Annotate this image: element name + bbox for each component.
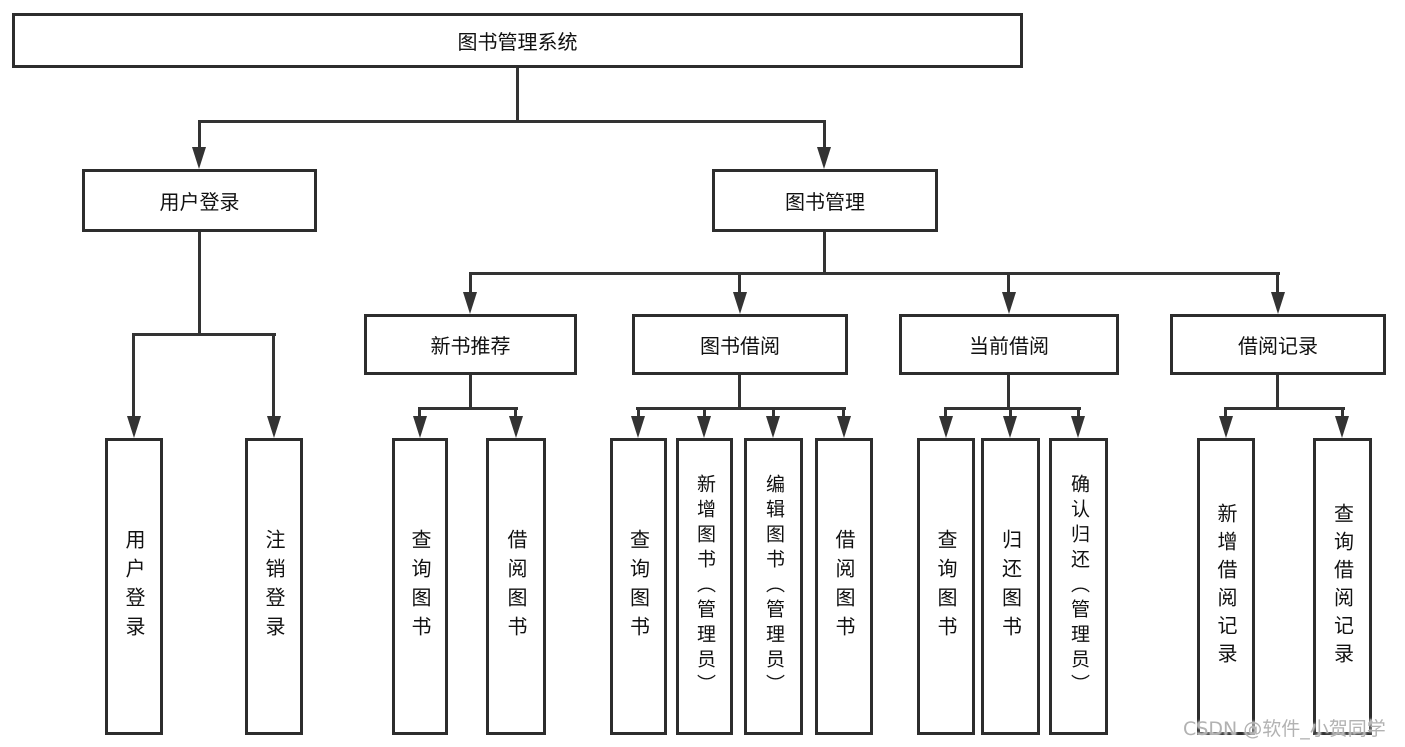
arrow-down-icon — [1071, 416, 1085, 438]
connector-drop-level3 — [1007, 275, 1010, 295]
connector-drop-leaf — [1341, 410, 1344, 419]
arrow-down-icon — [1003, 416, 1017, 438]
arrow-down-icon — [192, 147, 206, 169]
arrow-down-icon — [1002, 292, 1016, 314]
leaf-query-borrow-record: 查询借阅记录 — [1313, 438, 1372, 735]
node-root: 图书管理系统 — [12, 13, 1023, 68]
connector-drop-level3 — [1276, 275, 1279, 295]
connector-drop-leaf — [132, 336, 135, 418]
leaf-return-book: 归还图书 — [981, 438, 1040, 735]
node-book-management: 图书管理 — [712, 169, 938, 232]
connector-rail-level3 — [469, 272, 1280, 275]
connector-current-stem — [1007, 375, 1010, 409]
leaf-query-book-1: 查询图书 — [392, 438, 448, 735]
connector-drop-leaf — [418, 410, 421, 419]
connector-rail-level1 — [198, 120, 826, 123]
connector-rail-user-login — [132, 333, 276, 336]
leaf-query-book-3: 查询图书 — [917, 438, 975, 735]
connector-rail-current — [944, 407, 1081, 410]
connector-root-stem — [516, 68, 519, 123]
leaf-borrow-book-2: 借阅图书 — [815, 438, 873, 735]
connector-book-management-stem — [823, 232, 826, 275]
connector-drop-level3 — [469, 275, 472, 295]
leaf-add-borrow-record: 新增借阅记录 — [1197, 438, 1255, 735]
arrow-down-icon — [1271, 292, 1285, 314]
leaf-confirm-return-admin: 确认归还（管理员） — [1049, 438, 1108, 735]
node-book-borrow: 图书借阅 — [632, 314, 848, 375]
connector-drop-leaf — [772, 410, 775, 419]
leaf-label: 查询图书 — [626, 528, 651, 645]
leaf-logout: 注销登录 — [245, 438, 303, 735]
arrow-down-icon — [631, 416, 645, 438]
arrow-down-icon — [1335, 416, 1349, 438]
arrow-down-icon — [463, 292, 477, 314]
connector-drop-leaf — [272, 336, 275, 418]
connector-drop-leaf — [1077, 410, 1080, 419]
connector-drop-leaf — [514, 410, 517, 419]
connector-drop-user-login — [198, 123, 201, 149]
arrow-down-icon — [413, 416, 427, 438]
leaf-label: 确认归还（管理员） — [1067, 474, 1090, 699]
leaf-label: 查询图书 — [934, 528, 958, 645]
connector-drop-leaf — [944, 410, 947, 419]
arrow-down-icon — [837, 416, 851, 438]
node-new-book-recommend: 新书推荐 — [364, 314, 577, 375]
connector-rail-records — [1224, 407, 1345, 410]
leaf-label: 新增图书（管理员） — [693, 474, 716, 699]
leaf-add-book-admin: 新增图书（管理员） — [676, 438, 733, 735]
connector-drop-book-management — [823, 123, 826, 149]
leaf-borrow-book-1: 借阅图书 — [486, 438, 546, 735]
arrow-down-icon — [939, 416, 953, 438]
arrow-down-icon — [267, 416, 281, 438]
leaf-label: 新增借阅记录 — [1214, 502, 1238, 671]
arrow-down-icon — [509, 416, 523, 438]
leaf-label: 借阅图书 — [504, 528, 528, 645]
leaf-label: 用户登录 — [122, 528, 146, 645]
watermark-text: CSDN @软件_小贺同学 — [1183, 718, 1386, 740]
arrow-down-icon — [697, 416, 711, 438]
arrow-down-icon — [733, 292, 747, 314]
leaf-label: 借阅图书 — [832, 528, 856, 645]
arrow-down-icon — [817, 147, 831, 169]
connector-drop-leaf — [703, 410, 706, 419]
connector-drop-leaf — [1009, 410, 1012, 419]
leaf-query-book-2: 查询图书 — [610, 438, 667, 735]
leaf-edit-book-admin: 编辑图书（管理员） — [744, 438, 803, 735]
connector-user-login-stem — [198, 232, 201, 335]
leaf-label: 查询图书 — [408, 528, 432, 645]
connector-rail-newbook — [418, 407, 518, 410]
connector-drop-leaf — [637, 410, 640, 419]
connector-records-stem — [1276, 375, 1279, 409]
connector-drop-level3 — [738, 275, 741, 295]
connector-newbook-stem — [469, 375, 472, 409]
leaf-label: 查询借阅记录 — [1330, 502, 1355, 671]
arrow-down-icon — [127, 416, 141, 438]
connector-drop-leaf — [1224, 410, 1227, 419]
arrow-down-icon — [766, 416, 780, 438]
leaf-label: 归还图书 — [998, 528, 1023, 645]
node-borrow-records: 借阅记录 — [1170, 314, 1386, 375]
arrow-down-icon — [1219, 416, 1233, 438]
node-current-borrow: 当前借阅 — [899, 314, 1119, 375]
leaf-label: 编辑图书（管理员） — [762, 474, 785, 699]
node-user-login: 用户登录 — [82, 169, 317, 232]
connector-rail-borrow — [636, 407, 846, 410]
leaf-user-login: 用户登录 — [105, 438, 163, 735]
leaf-label: 注销登录 — [262, 528, 286, 645]
connector-borrow-stem — [738, 375, 741, 409]
connector-drop-leaf — [842, 410, 845, 419]
